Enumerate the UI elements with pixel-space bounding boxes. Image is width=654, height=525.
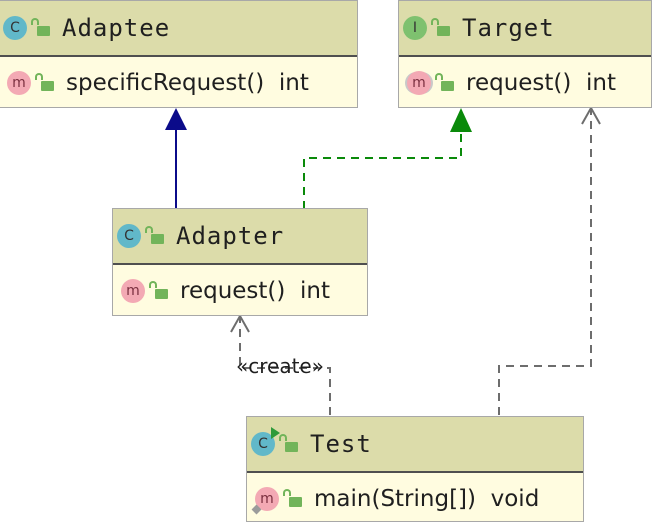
class-header-adapter: C Adapter	[113, 209, 367, 265]
public-lock-icon	[431, 18, 450, 36]
class-box-adapter[interactable]: C Adapter m request() int	[112, 208, 368, 316]
runnable-class-icon: C	[251, 427, 280, 456]
method-icon: m	[121, 279, 145, 303]
method-signature: request() int	[466, 70, 616, 96]
class-box-target[interactable]: I Target m request() int	[398, 0, 652, 108]
target-dependency-arrowhead	[581, 105, 601, 125]
member-row-target[interactable]: m request() int	[399, 57, 651, 109]
static-method-icon: m	[251, 487, 279, 515]
method-signature: request() int	[180, 278, 330, 304]
interface-kind-icon: I	[403, 16, 427, 40]
class-kind-letter: C	[258, 436, 268, 452]
target-dependency-line	[498, 110, 592, 415]
public-lock-icon	[35, 73, 54, 91]
member-row-adaptee[interactable]: m specificRequest() int	[0, 57, 357, 109]
public-lock-icon	[145, 226, 164, 244]
method-signature: specificRequest() int	[66, 70, 309, 96]
class-box-test[interactable]: C Test m main(String[]) void	[246, 416, 584, 522]
member-row-adapter[interactable]: m request() int	[113, 265, 367, 317]
public-lock-icon	[283, 489, 302, 507]
abstract-method-icon: m	[407, 71, 431, 95]
realization-arrowhead	[450, 108, 472, 132]
class-header-adaptee: C Adaptee	[0, 1, 357, 57]
class-header-target: I Target	[399, 1, 651, 57]
create-stereotype-label: «create»	[236, 354, 324, 378]
class-kind-icon: C	[117, 224, 141, 248]
public-lock-icon	[149, 281, 168, 299]
public-lock-icon	[31, 18, 50, 36]
method-letter: m	[260, 491, 274, 507]
class-header-test: C Test	[247, 417, 583, 473]
inheritance-arrowhead	[165, 108, 187, 130]
create-dependency-line	[239, 318, 331, 415]
method-icon: m	[7, 71, 31, 95]
create-dependency-arrowhead	[230, 313, 250, 333]
class-name-adaptee: Adaptee	[62, 14, 171, 42]
class-box-adaptee[interactable]: C Adaptee m specificRequest() int	[0, 0, 358, 108]
public-lock-icon	[435, 73, 454, 91]
class-name-target: Target	[462, 14, 555, 42]
class-name-test: Test	[310, 430, 372, 458]
class-kind-icon: C	[3, 16, 27, 40]
member-row-test[interactable]: m main(String[]) void	[247, 473, 583, 525]
run-icon	[271, 427, 280, 439]
method-signature: main(String[]) void	[314, 486, 540, 512]
class-name-adapter: Adapter	[176, 222, 285, 250]
public-lock-icon	[279, 434, 298, 452]
realization-line	[303, 132, 462, 209]
